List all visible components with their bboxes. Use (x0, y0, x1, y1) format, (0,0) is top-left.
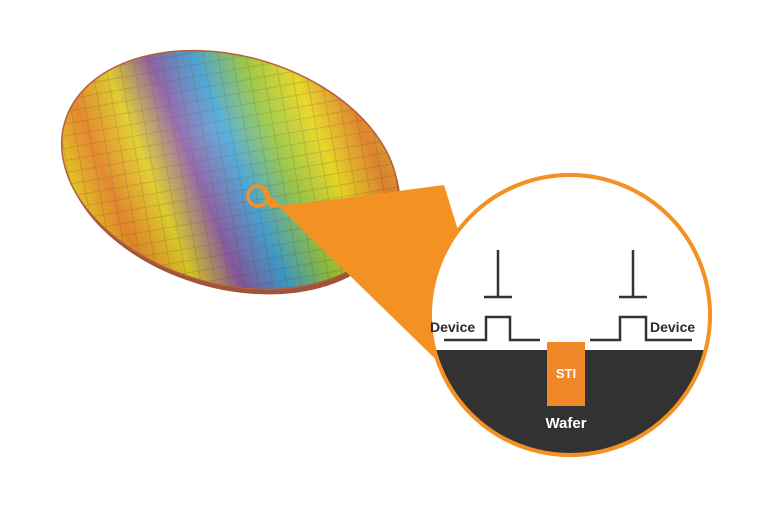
device-right-symbol (590, 250, 692, 342)
device-right-label: Device (650, 319, 695, 335)
device-left-label: Device (430, 319, 475, 335)
device-left-symbol (444, 250, 540, 342)
magnified-view: Device Device STI Wafer (428, 173, 712, 457)
sti-trench (547, 342, 585, 406)
sti-label: STI (556, 366, 576, 381)
wafer-label: Wafer (545, 415, 586, 432)
